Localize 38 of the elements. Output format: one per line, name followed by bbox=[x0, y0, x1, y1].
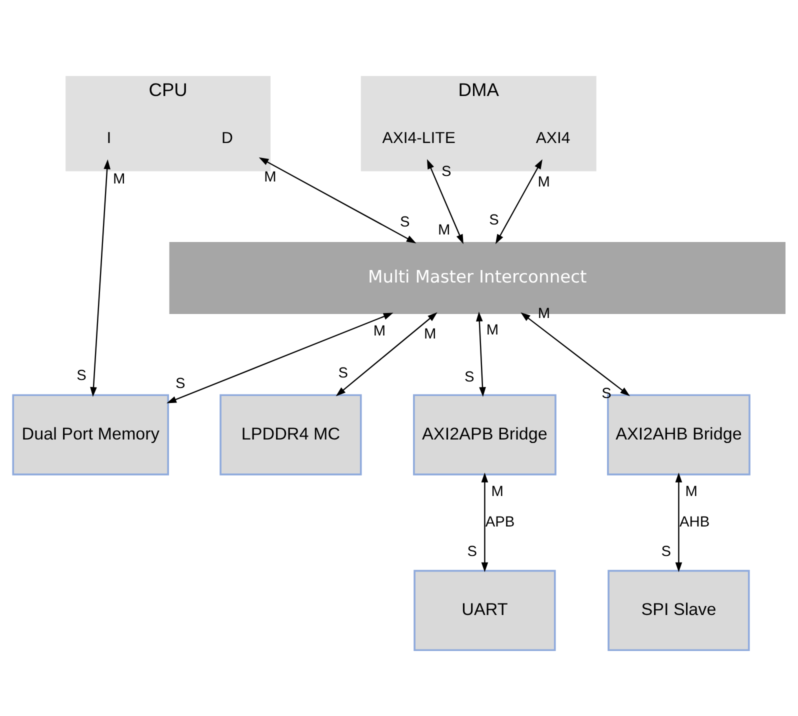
arrow bbox=[336, 312, 438, 396]
edge-label: APB bbox=[485, 514, 515, 530]
label: M bbox=[486, 322, 499, 338]
arrow bbox=[481, 472, 488, 572]
arrow bbox=[476, 311, 486, 396]
node-box: Dual Port Memory bbox=[12, 394, 169, 475]
arrow bbox=[258, 156, 416, 243]
edge-label: AHB bbox=[680, 514, 710, 530]
label: M bbox=[491, 484, 504, 500]
label: S bbox=[464, 368, 474, 385]
node-box: UART bbox=[414, 569, 556, 651]
arrow bbox=[90, 158, 110, 396]
arrow bbox=[495, 158, 542, 244]
label: M bbox=[685, 484, 698, 500]
arrow bbox=[166, 312, 394, 403]
label: S bbox=[175, 375, 186, 392]
label: M bbox=[373, 323, 386, 340]
node-text: AXI4 bbox=[536, 130, 570, 147]
label: M bbox=[112, 171, 126, 188]
label: S bbox=[489, 212, 499, 228]
label: M bbox=[264, 169, 276, 186]
label: M bbox=[424, 326, 436, 342]
label: S bbox=[338, 365, 348, 382]
node-text: D bbox=[222, 130, 233, 147]
label: M bbox=[438, 222, 450, 238]
label: M bbox=[538, 174, 550, 190]
arrow bbox=[427, 158, 464, 244]
node-box: AXI2APB Bridge bbox=[413, 394, 556, 475]
label: S bbox=[467, 544, 478, 560]
node-box: LPDDR4 MC bbox=[220, 394, 362, 475]
arrow bbox=[520, 312, 630, 396]
label: S bbox=[400, 214, 410, 230]
node-text: I bbox=[106, 130, 112, 147]
node-text: AXI4-LITE bbox=[382, 130, 456, 147]
label: S bbox=[661, 544, 672, 560]
arrow bbox=[675, 472, 682, 572]
node-box: SPI Slave bbox=[608, 569, 750, 651]
label: S bbox=[76, 368, 86, 384]
